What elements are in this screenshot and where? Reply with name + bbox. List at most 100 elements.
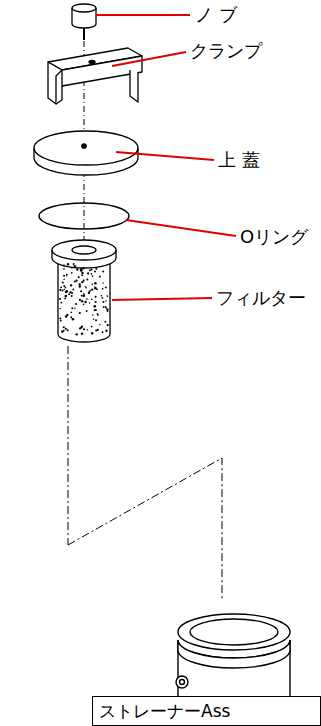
filter-speckle	[91, 299, 93, 301]
filter-speckle	[59, 289, 61, 291]
filter-speckle	[65, 291, 67, 293]
filter-speckle	[64, 289, 65, 290]
part-label: Oリング	[240, 226, 308, 248]
filter-speckle	[86, 298, 88, 300]
filter-speckle	[61, 302, 63, 304]
filter-speckle	[79, 299, 81, 301]
filter-speckle	[94, 270, 96, 272]
o-ring-part	[39, 203, 129, 229]
filter-speckle	[92, 314, 93, 315]
filter-speckle	[81, 300, 83, 302]
filter-speckle	[85, 286, 86, 287]
filter-speckle	[79, 312, 81, 314]
filter-speckle	[79, 327, 81, 329]
filter-speckle	[79, 285, 81, 287]
clamp-part	[48, 48, 142, 104]
filter-speckle	[102, 331, 104, 333]
filter-speckle	[66, 290, 69, 293]
filter-speckle	[74, 308, 75, 309]
filter-speckle	[95, 319, 97, 321]
filter-speckle	[89, 302, 90, 303]
filter-speckle	[67, 329, 69, 331]
filter-speckle	[65, 287, 67, 289]
filter-speckle	[102, 288, 104, 290]
filter-speckle	[59, 308, 61, 310]
filter-speckle	[65, 315, 67, 317]
filter-speckle	[89, 269, 91, 271]
filter-speckle	[61, 330, 64, 333]
filter-speckle	[65, 295, 68, 298]
filter-speckle	[63, 326, 65, 328]
filter-speckle	[63, 275, 65, 277]
filter-speckle	[87, 272, 89, 274]
filter-speckle	[95, 268, 97, 270]
filter-speckle	[83, 267, 85, 269]
filter-speckle	[91, 273, 93, 275]
filter-speckle	[106, 295, 108, 297]
filter-speckle	[70, 312, 72, 314]
filter-speckle	[102, 271, 104, 273]
filter-speckle	[62, 281, 64, 283]
filter-speckle	[72, 288, 74, 290]
filter-speckle	[97, 313, 99, 315]
filter-speckle	[105, 300, 106, 301]
filter-speckle	[71, 267, 73, 269]
filter-speckle	[106, 309, 108, 311]
filter-speckle	[87, 329, 88, 330]
filter-speckle	[66, 274, 68, 276]
filter-speckle	[94, 309, 96, 311]
filter-speckle	[71, 272, 73, 274]
filter-speckle	[60, 286, 62, 288]
filter-speckle	[107, 311, 109, 313]
filter-speckle	[59, 298, 61, 300]
filter-speckle	[94, 287, 97, 290]
filter-speckle	[92, 275, 94, 277]
filter-speckle	[107, 324, 109, 326]
filter-speckle	[71, 295, 73, 297]
filter-speckle	[95, 296, 97, 298]
knob-part	[72, 4, 96, 40]
filter-speckle	[70, 316, 72, 318]
filter-speckle	[63, 264, 65, 266]
filter-speckle	[81, 281, 83, 283]
filter-speckle	[80, 290, 82, 292]
filter-speckle	[104, 321, 106, 323]
part-label: ノ ブ	[195, 4, 237, 26]
filter-speckle	[72, 318, 74, 320]
filter-speckle	[105, 330, 107, 332]
part-label: フィルター	[216, 287, 306, 309]
assembly-line	[68, 346, 222, 600]
filter-speckle	[65, 328, 67, 330]
filter-speckle	[63, 278, 65, 280]
filter-speckle	[71, 317, 73, 319]
filter-speckle	[83, 268, 85, 270]
filter-speckle	[67, 263, 69, 265]
filter-speckle	[91, 283, 93, 285]
filter-speckle	[103, 306, 105, 308]
filter-speckle	[80, 268, 83, 271]
filter-speckle	[84, 301, 87, 304]
filter-speckle	[63, 330, 65, 332]
part-label: 上 蓋	[218, 149, 260, 171]
filter-speckle	[75, 303, 77, 305]
assembly-name-box: ストレーナーAss	[92, 696, 321, 726]
filter-speckle	[80, 269, 83, 272]
filter-speckle	[76, 268, 78, 270]
filter-speckle	[60, 320, 62, 322]
filter-speckle	[81, 326, 83, 328]
filter-speckle	[105, 307, 107, 309]
filter-speckle	[75, 265, 76, 266]
filter-speckle	[102, 297, 104, 299]
filter-speckle	[94, 286, 95, 287]
filter-part	[52, 240, 116, 342]
filter-speckle	[99, 276, 101, 278]
filter-speckle	[102, 282, 103, 283]
filter-speckle	[81, 326, 83, 328]
filter-speckle	[62, 290, 64, 292]
filter-speckle	[83, 328, 85, 330]
filter-speckle	[81, 274, 83, 276]
filter-speckle	[75, 333, 77, 335]
filter-speckle	[81, 295, 83, 297]
filter-speckle	[95, 330, 97, 332]
